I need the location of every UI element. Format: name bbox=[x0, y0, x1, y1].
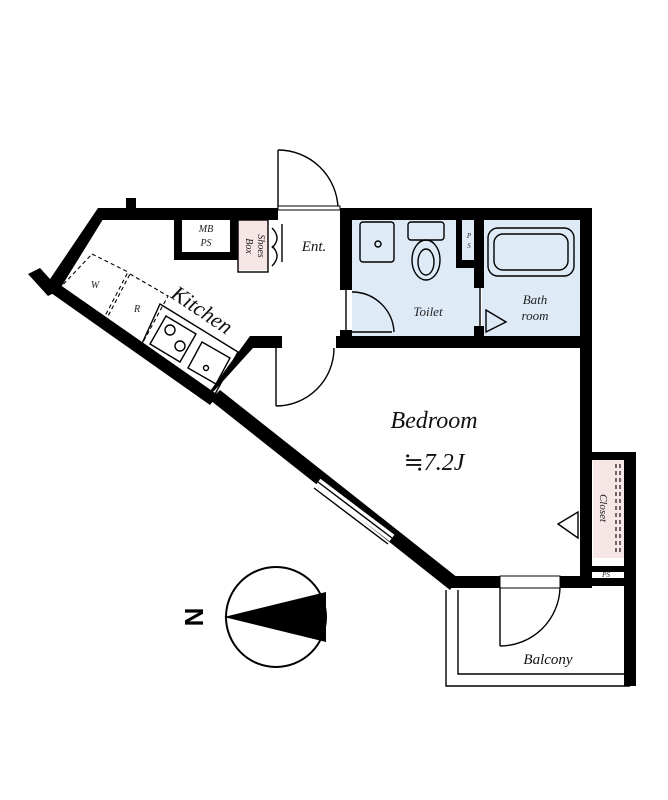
balcony-label: Balcony bbox=[523, 652, 572, 668]
toilet-icon bbox=[407, 221, 445, 281]
entrance-label: Ent. bbox=[301, 239, 327, 255]
sink-icon bbox=[187, 341, 231, 385]
bathroom-label-1: Bath bbox=[523, 292, 548, 307]
compass-icon: N bbox=[179, 566, 327, 668]
mb-ps-label-2: PS bbox=[199, 238, 211, 249]
entrance-step bbox=[271, 224, 283, 267]
washer-space bbox=[57, 253, 129, 319]
fridge-label: R bbox=[133, 304, 140, 315]
bathtub-icon bbox=[487, 227, 575, 277]
toilet-label: Toilet bbox=[413, 304, 443, 319]
compass-north-label: N bbox=[179, 608, 209, 627]
bathroom-door bbox=[479, 288, 508, 334]
closet-door bbox=[556, 480, 585, 540]
washer-label: W bbox=[91, 280, 101, 291]
ps-bath-label-1: P bbox=[466, 232, 472, 240]
bathroom-label-2: room bbox=[522, 308, 549, 323]
toilet-door bbox=[345, 290, 395, 333]
closet-label: Closet bbox=[597, 494, 609, 523]
washbasin-icon bbox=[359, 221, 395, 263]
mb-ps-label-1: MB bbox=[198, 224, 213, 235]
bedroom-area: ≒7.2J bbox=[404, 450, 466, 476]
shoes-box-label-2: Box bbox=[243, 238, 254, 254]
shoes-box-label-1: Shoes bbox=[255, 234, 266, 257]
kitchen-counter bbox=[139, 302, 239, 397]
bedroom-door bbox=[275, 347, 335, 407]
bedroom-label: Bedroom bbox=[390, 408, 477, 434]
stove-icon bbox=[149, 315, 197, 363]
shoes-box-floor bbox=[238, 218, 268, 270]
balcony-outline bbox=[445, 590, 630, 687]
balcony-door bbox=[499, 575, 561, 647]
ps-closet-label: PS bbox=[601, 571, 610, 579]
shoes-box bbox=[237, 219, 269, 273]
closet-rod bbox=[615, 464, 621, 554]
entrance-door bbox=[277, 149, 341, 211]
ps-bath-label-2: S bbox=[467, 242, 471, 250]
window bbox=[313, 475, 397, 545]
